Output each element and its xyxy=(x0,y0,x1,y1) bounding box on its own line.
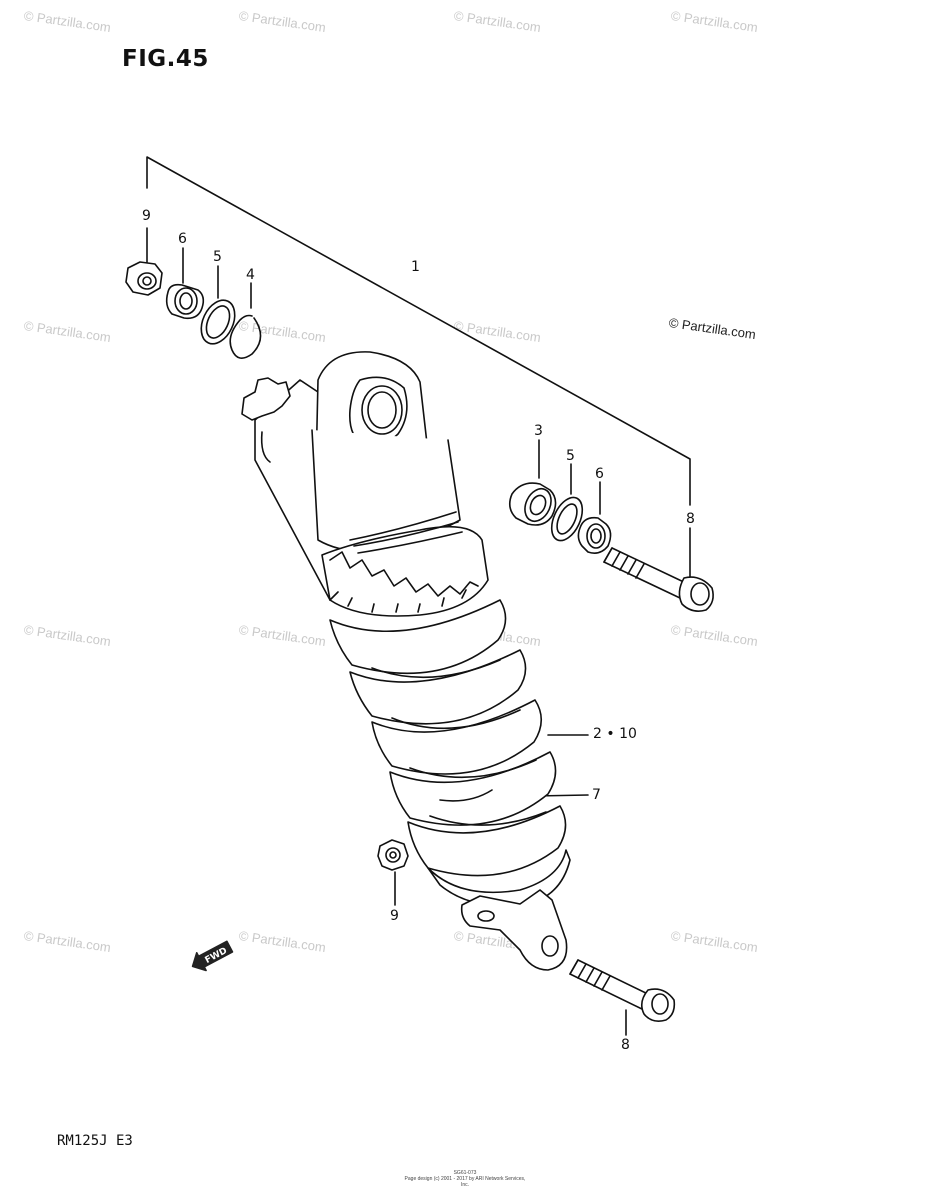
seal-right xyxy=(550,496,584,542)
model-label: RM125J E3 xyxy=(57,1133,133,1149)
callout-8-upper: 8 xyxy=(686,511,695,527)
callout-9-bottom: 9 xyxy=(390,908,399,924)
assembly-bracket-line xyxy=(146,156,691,506)
bearing-right xyxy=(508,482,557,526)
callout-6-top: 6 xyxy=(178,231,187,247)
callout-8-lower: 8 xyxy=(621,1037,630,1053)
callout-7: 7 xyxy=(592,787,601,803)
callout-9-top: 9 xyxy=(142,208,151,224)
preload-nut xyxy=(321,511,489,617)
callout-2-10: 2 • 10 xyxy=(593,726,637,742)
figure-title: FIG.45 xyxy=(122,46,209,72)
footer-line-1: SG61-073 xyxy=(453,1170,477,1176)
callout-6-right: 6 xyxy=(595,466,604,482)
lower-clevis xyxy=(460,889,568,971)
callout-3: 3 xyxy=(534,423,543,439)
fwd-arrow xyxy=(191,940,234,972)
callout-5-right: 5 xyxy=(566,448,575,464)
bolt-lower xyxy=(569,959,676,1022)
collar-right xyxy=(577,516,612,554)
callout-5-top: 5 xyxy=(213,249,222,265)
footer-line-2: Page design (c) 2001 - 2017 by ARI Netwo… xyxy=(404,1176,526,1188)
flange-nut-bottom xyxy=(377,839,409,871)
callout-4: 4 xyxy=(246,267,255,283)
callout-1: 1 xyxy=(411,259,420,275)
coil-spring xyxy=(329,599,567,877)
seal-top xyxy=(200,299,236,345)
flange-nut-top xyxy=(125,261,163,296)
collar-top xyxy=(165,283,205,320)
adjuster-knob xyxy=(241,377,291,421)
circlip xyxy=(229,314,262,359)
footer-text: SG61-073 Page design (c) 2001 - 2017 by … xyxy=(400,1170,530,1188)
bolt-upper xyxy=(603,547,714,612)
